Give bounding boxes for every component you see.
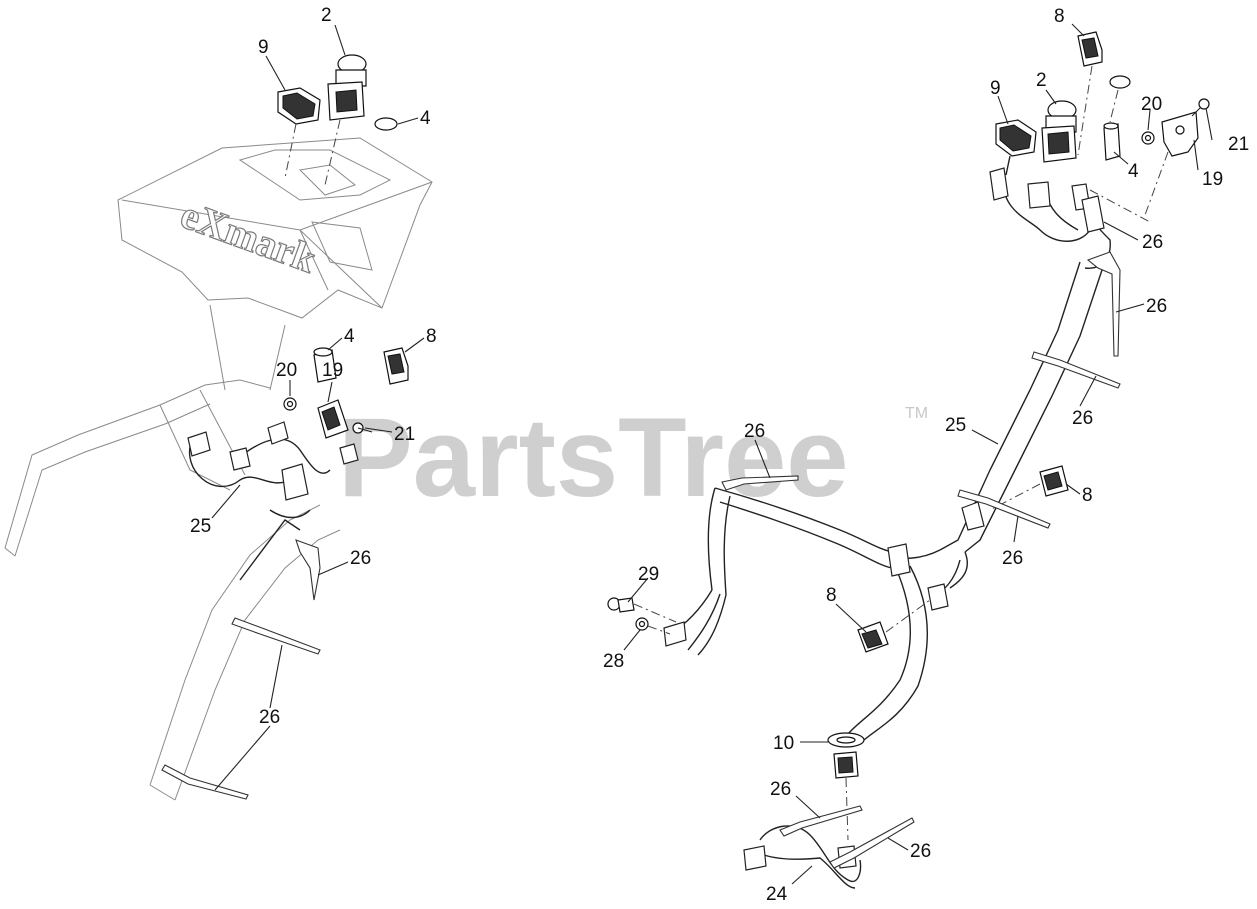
callout-2-right: 2	[1036, 70, 1047, 91]
callout-24: 24	[766, 884, 788, 905]
watermark-text: PartsTree	[338, 395, 849, 520]
cable-ties-left	[161, 539, 321, 800]
leader-lines-right	[623, 23, 1213, 885]
callout-20-left: 20	[276, 360, 297, 381]
callout-21-right: 21	[1228, 134, 1249, 155]
callout-26-left-b: 26	[259, 707, 280, 728]
callout-28: 28	[603, 651, 624, 672]
callout-25-left: 25	[190, 516, 211, 537]
key-switch-9-right	[995, 119, 1037, 176]
callout-25-right: 25	[945, 415, 966, 436]
callout-26-right-e: 26	[1002, 548, 1023, 569]
callout-9-left: 9	[258, 37, 269, 58]
left-assembly: eXmark	[4, 24, 433, 801]
washer-28	[635, 617, 671, 635]
harness-25-left	[187, 421, 359, 581]
callout-19-right: 19	[1202, 169, 1223, 190]
handle-frame	[4, 379, 271, 557]
callout-26-right-c: 26	[1072, 408, 1093, 429]
nut-20-left	[283, 397, 297, 411]
nut-20-right	[1141, 131, 1155, 145]
callout-20-right: 20	[1141, 94, 1162, 115]
bolt-29	[607, 597, 677, 623]
callout-26-left-a: 26	[350, 548, 371, 569]
relay-19-left	[317, 399, 349, 439]
key-switch-9-left	[277, 87, 321, 179]
callout-26-right-f: 26	[770, 779, 791, 800]
callout-21-left: 21	[394, 424, 415, 445]
control-panel: eXmark	[117, 137, 433, 391]
cable-ties-right	[721, 251, 1121, 869]
seat-switch-8-left	[383, 347, 409, 385]
top-harness-bundle	[989, 167, 1151, 269]
watermark-trademark: TM	[905, 405, 928, 422]
grommet-10	[827, 732, 865, 841]
callout-8-left: 8	[426, 326, 437, 347]
callout-labels: 2 9 4 4 8 20 19 21 25 26 26 8 9 2 20 21 …	[190, 5, 1249, 905]
callout-10: 10	[773, 733, 794, 754]
callout-4-mid-left: 4	[344, 326, 355, 347]
callout-26-right-a: 26	[1142, 232, 1163, 253]
leader-lines-left	[211, 24, 425, 791]
callout-26-right-d: 26	[744, 421, 765, 442]
callout-9-right: 9	[990, 78, 1001, 99]
seat-switch-8-lower	[857, 599, 931, 653]
callout-26-right-b: 26	[1146, 296, 1167, 317]
pto-switch-2-left	[324, 54, 367, 186]
screw-21-right	[1191, 98, 1210, 117]
relay-19-right	[1144, 111, 1199, 216]
seat-switch-8-top	[1077, 31, 1103, 156]
callout-8-lower-right: 8	[826, 585, 837, 606]
pto-switch-2-right	[1041, 100, 1077, 163]
callout-29: 29	[638, 564, 659, 585]
callout-26-right-g: 26	[910, 841, 931, 862]
watermark: PartsTree TM	[338, 395, 928, 520]
callout-8-top-right: 8	[1054, 6, 1065, 27]
callout-4-right: 4	[1128, 161, 1139, 182]
hole-plug-4-top	[374, 117, 398, 131]
screw-21-left	[352, 422, 373, 434]
callout-4-top-left: 4	[420, 108, 431, 129]
right-assembly	[607, 23, 1213, 889]
callout-19-left: 19	[322, 360, 343, 381]
plug-4-mid	[313, 347, 337, 383]
plug-4-right	[1103, 75, 1131, 161]
callout-8-mid-right: 8	[1082, 485, 1093, 506]
main-harness-25-right	[663, 261, 1103, 741]
callout-2-left: 2	[321, 5, 332, 26]
